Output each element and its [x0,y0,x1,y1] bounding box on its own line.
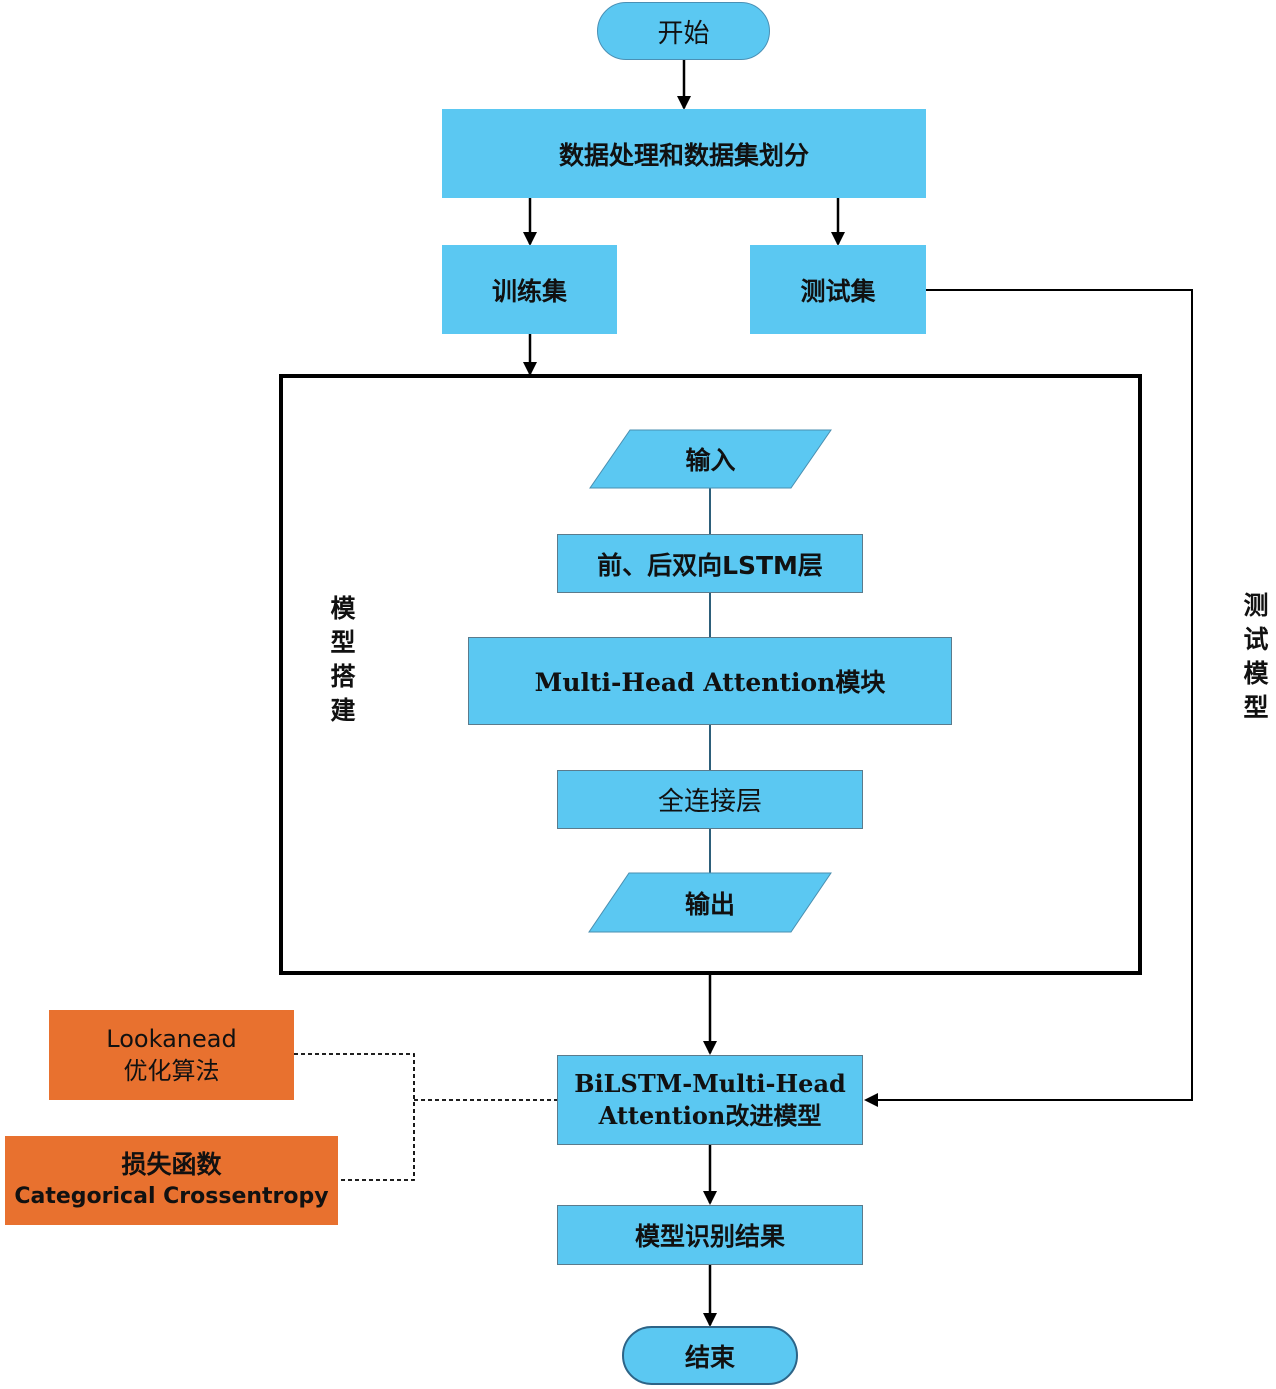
optimizer-box[interactable]: Lookanead 优化算法 [49,1010,294,1100]
output-label: 输出 [684,889,735,919]
improved-model-line2: Attention改进模型 [598,1101,822,1130]
multi-head-attention-node[interactable]: Multi-Head Attention模块 [468,637,952,725]
start-node[interactable]: 开始 [597,2,770,60]
result-node[interactable]: 模型识别结果 [557,1205,863,1265]
improved-model-line1: BiLSTM-Multi-Head [574,1069,846,1098]
optimizer-name: Lookanead [106,1025,237,1053]
input-label: 输入 [685,446,736,475]
input-parallelogram-shape [589,429,832,489]
data-processing-node[interactable]: 数据处理和数据集划分 [442,109,926,198]
loss-function-box[interactable]: 损失函数 Categorical Crossentropy [5,1136,338,1225]
output-parallelogram-shape [588,872,832,933]
loss-name: Categorical Crossentropy [14,1183,329,1209]
model-building-label: 模型搭建 [330,594,356,725]
end-node[interactable]: 结束 [622,1326,798,1385]
dense-layer-node[interactable]: 全连接层 [557,770,863,829]
test-model-label: 测试模型 [1243,591,1269,722]
improved-model-node[interactable]: BiLSTM-Multi-Head Attention改进模型 [557,1055,863,1145]
optimizer-caption: 优化算法 [123,1057,220,1085]
dashed-optimizer-connector [294,1053,415,1181]
test-set-node[interactable]: 测试集 [750,245,926,334]
input-node[interactable]: 输入 [589,429,832,489]
model-building-frame [279,374,1142,975]
arrow-test-to-improved-model [864,289,1193,1107]
output-node[interactable]: 输出 [588,872,832,933]
bilstm-layer-node[interactable]: 前、后双向LSTM层 [557,534,863,593]
loss-caption: 损失函数 [121,1149,222,1179]
train-set-node[interactable]: 训练集 [442,245,617,334]
